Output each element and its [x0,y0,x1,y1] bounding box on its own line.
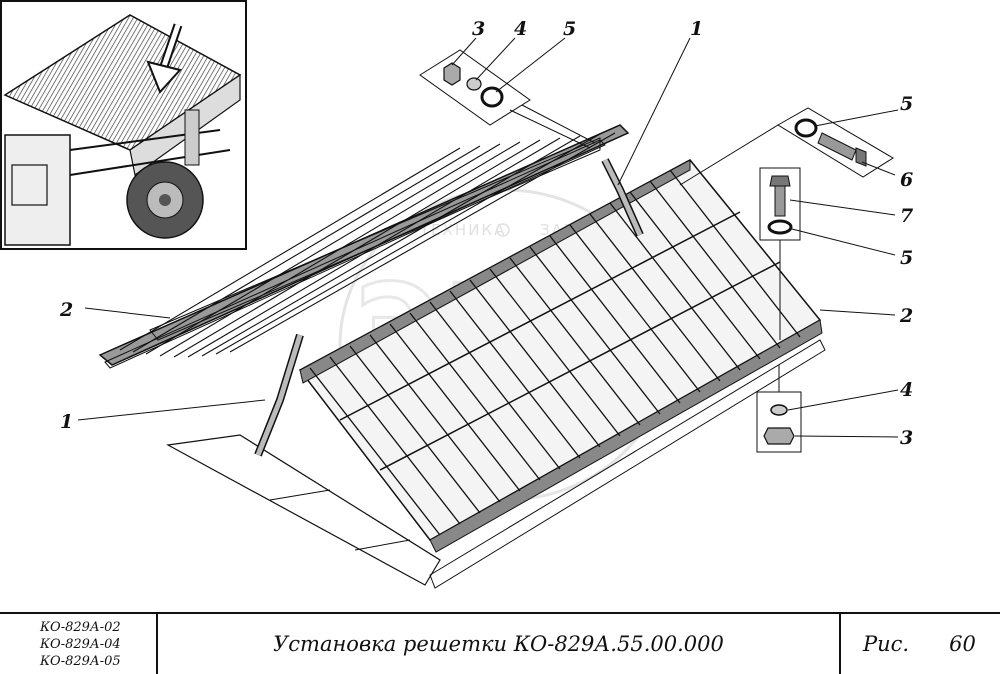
callout-grate-right: 2 [899,305,913,327]
hardware-group-right [679,107,894,186]
hardware-group-bottom [756,365,802,453]
model-item: КО-829А-05 [40,653,121,669]
model-item: КО-829А-04 [40,636,121,652]
grate-right [298,159,823,553]
callout-flat-washer-right: 5 [900,93,913,115]
bolt-short-icon [774,185,786,217]
model-list: КО-829А-02 КО-829А-04 КО-829А-05 [0,614,158,674]
hardware-group-top [419,49,596,149]
strut-left [254,333,304,457]
flat-washer-icon [794,118,818,138]
nut-icon [443,62,461,86]
gear-icon [496,223,510,237]
leader-lines [77,37,899,438]
truck-inset [0,0,247,250]
flat-washer-icon [767,219,793,235]
callout-grate-left: 2 [59,299,73,321]
callout-flat-washer-top: 5 [563,18,576,40]
callout-flat-washer-mid: 5 [900,247,913,269]
figure-reference: Рис. 60 [841,614,1000,674]
callout-strut-left: 1 [60,411,73,433]
bolt-head-icon [769,175,791,187]
hardware-group-mid [759,167,801,340]
base-plate [166,339,826,589]
callout-nut-top: 3 [472,18,485,40]
figure-number: 60 [949,632,976,656]
title-block: КО-829А-02 КО-829А-04 КО-829А-05 Установ… [0,612,1000,674]
figure-label: Рис. [863,632,910,656]
lock-washer-icon [770,404,788,416]
callout-washer-top: 4 [514,18,527,40]
drawing-title: Установка решетки КО-829А.55.00.000 [158,614,841,674]
callout-bolt-short: 7 [900,205,913,227]
lock-washer-icon [466,77,482,91]
assembly-drawing: ТЕХНИКА ЗАПЧАСТИ ЭПЦ [0,0,913,589]
callout-nut-bottom: 3 [900,427,913,449]
model-item: КО-829А-02 [40,619,121,635]
bolt-icon [817,132,857,161]
callout-bolt: 6 [900,169,913,191]
nut-icon [763,427,795,445]
flat-washer-icon [480,86,504,108]
grate-left [98,124,630,369]
strut-right [601,158,644,237]
callouts: 3 4 5 1 5 6 7 5 2 4 3 2 1 [59,18,913,449]
callout-strut-right: 1 [690,18,703,40]
callout-lock-washer-bottom: 4 [900,379,913,401]
